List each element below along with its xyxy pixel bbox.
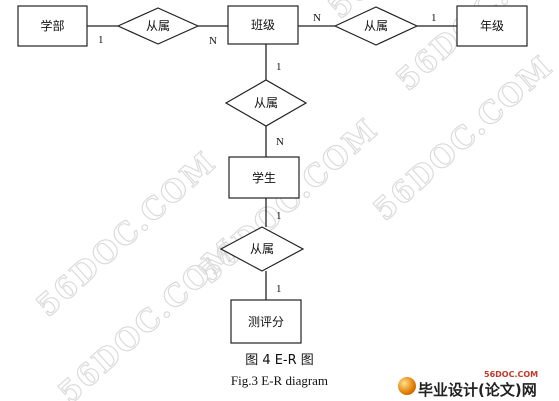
cardinality-label: 1	[276, 283, 282, 295]
entity-label: 测评分	[248, 315, 284, 329]
cardinality-label: N	[209, 35, 217, 47]
logo-ball-icon	[398, 377, 416, 395]
relationship-class-student: 从属	[224, 79, 308, 127]
relationship-class-grade: 从属	[333, 6, 419, 46]
relationship-label: 从属	[254, 96, 278, 110]
caption-english: Fig.3 E-R diagram	[230, 373, 329, 388]
entity-label: 学生	[252, 170, 276, 185]
entity-grade: 年级	[456, 5, 528, 47]
cardinality-label: 1	[276, 61, 282, 73]
relationship-dept-class: 从属	[116, 7, 200, 45]
cardinality-label: 1	[98, 34, 104, 46]
entity-label: 年级	[480, 19, 504, 33]
entity-label: 班级	[251, 18, 275, 32]
entity-label: 学部	[40, 18, 64, 33]
entity-class: 班级	[227, 5, 299, 45]
entity-department: 学部	[17, 5, 88, 47]
relationship-label: 从属	[364, 19, 388, 33]
cardinality-label: N	[313, 12, 321, 24]
entity-student: 学生	[228, 156, 300, 199]
cardinality-label: 1	[276, 210, 282, 222]
logo-name: 毕业设计(论文)网	[418, 381, 537, 399]
relationship-student-evaluation: 从属	[219, 226, 305, 272]
entity-evaluation: 测评分	[230, 299, 302, 344]
relationship-label: 从属	[146, 19, 170, 33]
site-logo: 56DOC.COM 毕业设计(论文)网	[398, 370, 556, 399]
relationship-label: 从属	[250, 242, 274, 256]
caption-chinese: 图 4 E-R 图	[245, 353, 314, 368]
cardinality-label: N	[276, 136, 284, 148]
logo-url: 56DOC.COM	[484, 370, 539, 379]
cardinality-label: 1	[431, 12, 437, 24]
